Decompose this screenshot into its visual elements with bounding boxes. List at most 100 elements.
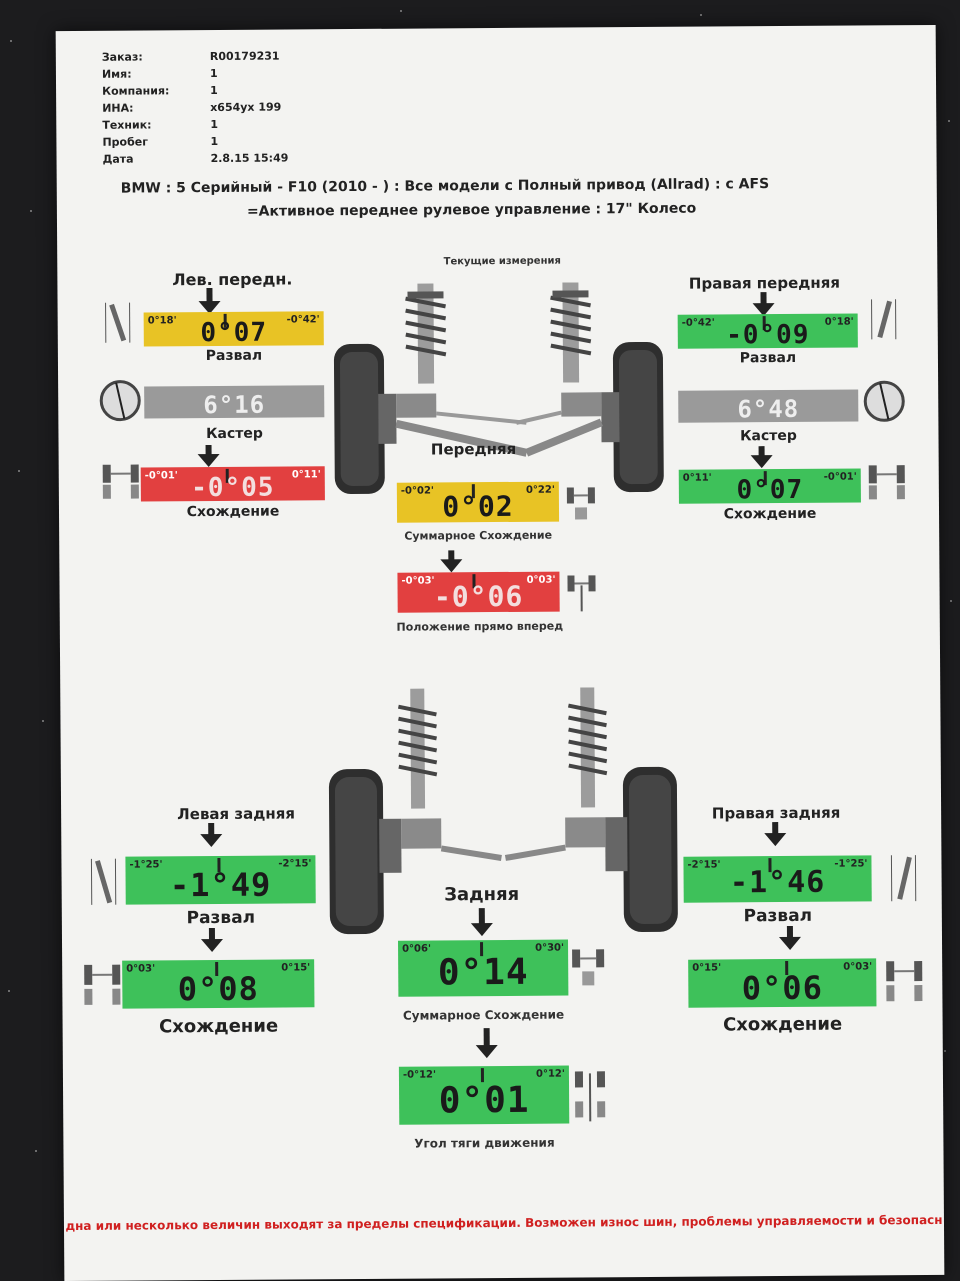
name-value: 1 xyxy=(210,67,218,80)
straight-ahead-value: -0°06 xyxy=(397,580,559,613)
thrust-angle-label: Угол тяги движения xyxy=(389,1135,579,1150)
front-right-toe-gauge: 0°11' -0°01' 0°07 xyxy=(679,468,861,503)
technician-key: Техник: xyxy=(102,118,151,131)
thrust-angle-max: 0°12' xyxy=(536,1069,565,1080)
camber-icon xyxy=(887,853,921,903)
front-right-caster-gauge: 6°48 xyxy=(678,389,858,422)
date-value: 2.8.15 15:49 xyxy=(210,151,288,165)
background-speck xyxy=(400,10,402,12)
front-left-title: Лев. передн. xyxy=(157,269,307,289)
toe-icon xyxy=(865,459,909,503)
background-speck xyxy=(42,720,44,722)
order-key: Заказ: xyxy=(102,50,143,63)
rear-right-title: Правая задняя xyxy=(691,803,861,822)
background-speck xyxy=(700,14,702,16)
thrust-angle-min: -0°12' xyxy=(403,1069,436,1080)
rear-left-toe-label: Схождение xyxy=(123,1015,315,1037)
camber-icon xyxy=(868,297,902,341)
front-right-caster-label: Кастер xyxy=(678,427,858,444)
front-left-tie-rod xyxy=(436,413,526,424)
background-speck xyxy=(8,990,10,992)
camber-icon xyxy=(102,301,136,345)
front-total-toe-label: Суммарное Схождение xyxy=(389,529,567,543)
caster-icon xyxy=(862,379,906,423)
front-right-camber-gauge: -0°42' 0°18' -0°09 xyxy=(678,313,858,348)
rear-left-camber-value: -1°49 xyxy=(125,865,315,904)
total-toe-icon xyxy=(570,945,606,989)
front-left-caster-gauge: 6°16 xyxy=(144,385,324,418)
alignment-printout: Заказ: R00179231 Имя: 1 Компания: 1 ИНА:… xyxy=(56,25,945,1281)
background-speck xyxy=(10,40,12,42)
front-left-toe-value: -0°05 xyxy=(141,472,325,501)
rear-left-hub xyxy=(379,819,401,873)
date-key: Дата xyxy=(102,153,133,166)
current-measurements-label: Текущие измерения xyxy=(437,256,567,268)
front-center-title: Передняя xyxy=(399,440,549,459)
front-right-camber-value: -0°09 xyxy=(678,319,858,348)
background-speck xyxy=(18,470,20,472)
toe-icon xyxy=(99,458,143,502)
rear-right-toe-label: Схождение xyxy=(689,1013,877,1035)
background-speck xyxy=(950,600,952,602)
rear-left-toe-value: 0°08 xyxy=(122,969,314,1008)
front-right-camber-label: Развал xyxy=(678,349,858,366)
out-of-spec-warning: дна или несколько величин выходят за пре… xyxy=(64,1213,944,1233)
company-value: 1 xyxy=(210,84,218,97)
camber-icon xyxy=(87,857,121,907)
rear-total-toe-value: 0°14 xyxy=(398,952,568,994)
mileage-key: Пробег xyxy=(102,135,148,148)
rear-right-hub xyxy=(605,817,627,871)
front-left-hub xyxy=(378,394,396,444)
rear-left-title: Левая задняя xyxy=(151,804,321,823)
straight-ahead-label: Положение прямо вперед xyxy=(380,619,580,633)
background-speck xyxy=(35,1150,37,1152)
order-info: Заказ: R00179231 Имя: 1 Компания: 1 ИНА:… xyxy=(102,49,342,51)
straight-ahead-gauge: -0°03' 0°03' -0°06 xyxy=(397,572,559,613)
rear-right-camber-gauge: -2°15' -1°25' -1°46 xyxy=(683,855,871,902)
front-left-tire-tread xyxy=(340,352,379,486)
front-right-toe-label: Схождение xyxy=(679,505,861,522)
front-total-toe-gauge: -0°02' 0°22' 0°02 xyxy=(397,482,559,523)
vehicle-title-line2: =Активное переднее рулевое управление : … xyxy=(247,201,696,220)
front-suspension-diagram xyxy=(325,272,672,499)
rear-right-camber-value: -1°46 xyxy=(683,864,871,900)
front-left-toe-label: Схождение xyxy=(141,503,325,520)
rear-left-toe-gauge: 0°03' 0°15' 0°08 xyxy=(122,959,314,1008)
front-left-caster-value: 6°16 xyxy=(144,390,324,418)
front-left-toe-gauge: -0°01' 0°11' -0°05 xyxy=(141,466,325,501)
order-value: R00179231 xyxy=(210,50,280,63)
rear-total-toe-label: Суммарное Схождение xyxy=(388,1007,578,1022)
thrust-angle-value: 0°01 xyxy=(399,1080,569,1122)
front-left-knuckle xyxy=(396,393,436,417)
front-left-camber-label: Развал xyxy=(144,347,324,364)
rear-left-arm xyxy=(441,848,501,858)
straight-ahead-icon xyxy=(565,571,597,615)
front-left-camber-value: 0°07 xyxy=(144,317,324,346)
rear-right-toe-gauge: 0°15' 0°03' 0°06 xyxy=(688,958,876,1007)
front-right-tie-rod xyxy=(516,413,561,423)
thrust-angle-gauge: -0°12' 0°12' 0°01 xyxy=(399,1066,569,1125)
technician-value: 1 xyxy=(210,118,218,131)
mileage-value: 1 xyxy=(210,135,218,148)
front-left-camber-gauge: 0°18' -0°42' 0°07 xyxy=(144,311,324,346)
rear-center-title: Задняя xyxy=(412,884,552,906)
front-left-caster-label: Кастер xyxy=(144,425,324,442)
background-speck xyxy=(30,210,32,212)
ina-key: ИНА: xyxy=(102,102,133,115)
rear-right-arm xyxy=(505,848,565,858)
rear-right-toe-value: 0°06 xyxy=(688,968,876,1007)
front-right-hub xyxy=(601,392,619,442)
front-total-toe-value: 0°02 xyxy=(397,490,559,523)
ina-value: x654yx 199 xyxy=(210,101,281,114)
front-right-tire-tread xyxy=(619,350,658,484)
toe-icon xyxy=(80,961,124,1009)
thrust-angle-icon xyxy=(573,1067,607,1123)
caster-icon xyxy=(98,378,142,422)
rear-right-camber-label: Развал xyxy=(684,905,872,926)
background-speck xyxy=(948,120,950,122)
background-speck xyxy=(944,1050,946,1052)
toe-icon xyxy=(882,957,926,1005)
rear-left-camber-label: Развал xyxy=(126,907,316,928)
name-key: Имя: xyxy=(102,68,132,81)
rear-total-toe-gauge: 0°06' 0°30' 0°14 xyxy=(398,940,568,997)
